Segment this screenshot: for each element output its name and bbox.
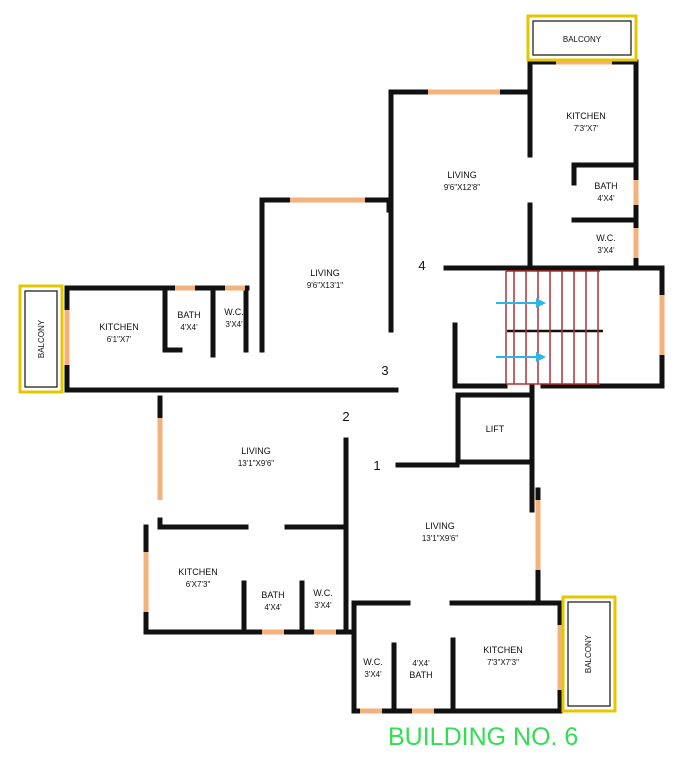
svg-text:BATH: BATH [177,310,200,320]
svg-text:4'X4': 4'X4' [264,603,282,612]
svg-text:BATH: BATH [594,181,617,191]
svg-text:LIVING: LIVING [310,268,340,278]
flat3-living: LIVING 9'6"X13'1" [307,268,343,290]
flat-number: 3 [381,363,388,378]
flat4-bath: BATH 4'X4' [594,181,617,203]
flat1-bath: 4'X4' BATH [409,659,432,680]
svg-text:9'6"X13'1": 9'6"X13'1" [307,281,343,290]
staircase [496,270,600,385]
balcony-flat1: BALCONY [561,595,617,713]
balcony-label: BALCONY [563,35,602,44]
svg-text:KITCHEN: KITCHEN [178,567,218,577]
lift-label: LIFT [486,424,505,434]
flat4-wc: W.C. 3'X4' [596,233,616,255]
windows [64,59,665,714]
svg-text:LIVING: LIVING [425,521,455,531]
svg-text:BATH: BATH [409,670,432,680]
svg-text:LIVING: LIVING [447,170,477,180]
svg-text:4'X4': 4'X4' [180,323,198,332]
flat2-living: LIVING 13'1"X9'6" [238,446,274,468]
svg-text:W.C.: W.C. [313,588,333,598]
building-title: BUILDING NO. 6 [388,723,578,751]
flat3-kitchen: KITCHEN 6'1"X7' [99,322,139,344]
flat-number: 2 [342,409,349,424]
balcony-flat3: BALCONY [18,284,64,394]
balcony-label: BALCONY [37,319,46,358]
flat4-living: LIVING 9'6"X12'8" [444,170,480,192]
svg-text:4'X4': 4'X4' [412,659,430,668]
svg-text:6'1"X7': 6'1"X7' [107,335,132,344]
flat3-bath: BATH 4'X4' [177,310,200,332]
svg-text:13'1"X9'6": 13'1"X9'6" [422,534,458,543]
svg-text:KITCHEN: KITCHEN [483,645,523,655]
balcony-label: BALCONY [584,634,593,673]
svg-text:LIVING: LIVING [241,446,271,456]
svg-text:13'1"X9'6": 13'1"X9'6" [238,459,274,468]
flat2-wc: W.C. 3'X4' [313,588,333,610]
flat2-bath: BATH 4'X4' [261,590,284,612]
svg-text:3'X4': 3'X4' [364,670,382,679]
balcony-flat4: BALCONY [526,14,638,62]
svg-text:W.C.: W.C. [363,657,383,667]
svg-text:KITCHEN: KITCHEN [99,322,139,332]
flat-number: 4 [418,258,425,273]
svg-text:W.C.: W.C. [596,233,616,243]
svg-text:3'X4': 3'X4' [597,246,615,255]
svg-text:4'X4': 4'X4' [597,194,615,203]
svg-text:9'6"X12'8": 9'6"X12'8" [444,183,480,192]
walls [64,59,665,714]
svg-text:3'X4': 3'X4' [225,320,243,329]
flat1-wc: W.C. 3'X4' [363,657,383,679]
up-arrow-icon [496,298,546,308]
svg-text:BATH: BATH [261,590,284,600]
svg-text:W.C.: W.C. [224,307,244,317]
flat1-living: LIVING 13'1"X9'6" [422,521,458,543]
flat-number: 1 [373,458,380,473]
flat3-wc: W.C. 3'X4' [224,307,244,329]
svg-text:KITCHEN: KITCHEN [566,111,606,121]
svg-text:6'X7'3": 6'X7'3" [186,580,211,589]
svg-text:7'3"X7'3": 7'3"X7'3" [487,658,519,667]
up-arrow-icon [496,352,546,362]
flat2-kitchen: KITCHEN 6'X7'3" [178,567,218,589]
flat1-kitchen: KITCHEN 7'3"X7'3" [483,645,523,667]
svg-text:3'X4': 3'X4' [314,601,332,610]
flat4-kitchen: KITCHEN 7'3"X7' [566,111,606,133]
svg-text:7'3"X7': 7'3"X7' [574,124,599,133]
